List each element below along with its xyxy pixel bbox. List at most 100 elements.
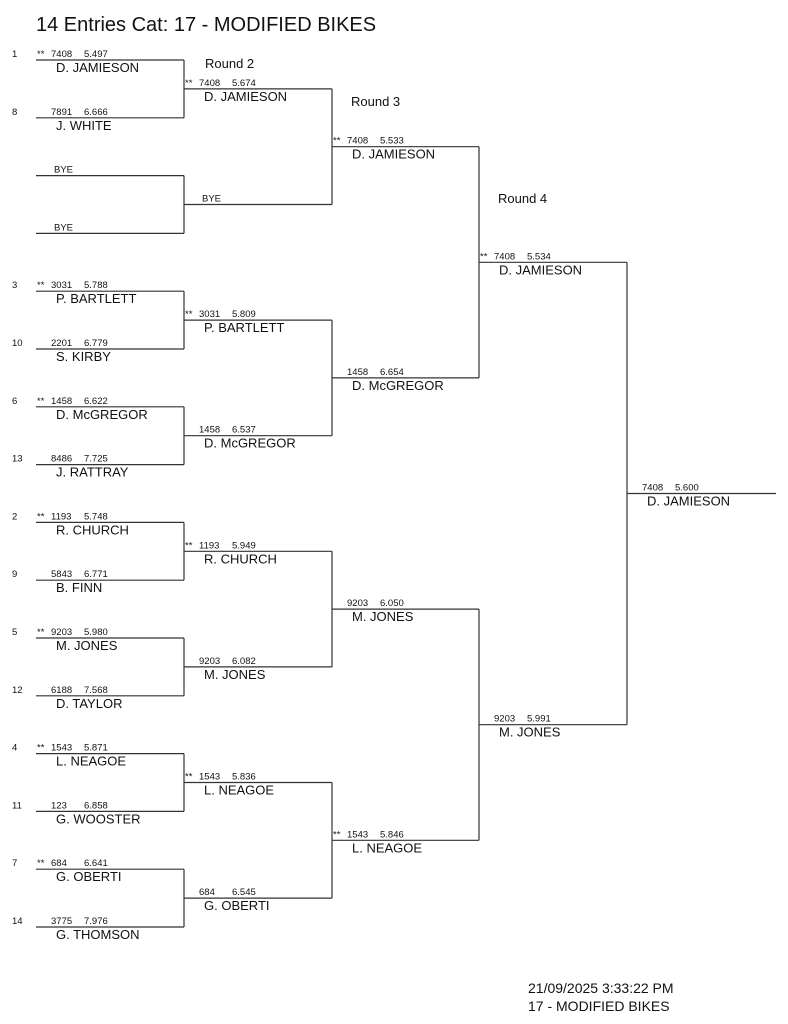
footer-datetime: 21/09/2025 3:33:22 PM: [528, 980, 674, 996]
round1-entry-12-seed: 12: [12, 685, 23, 696]
round2-entry-1-car: 7408: [199, 78, 220, 89]
round-label-2: Round 2: [205, 56, 254, 71]
round1-entry-11-time: 5.980: [84, 627, 108, 638]
round2-entry-4-car: 1458: [199, 425, 220, 436]
round3-entry-4-car: 1543: [347, 829, 368, 840]
round2-entry-6-car: 9203: [199, 656, 220, 667]
round3-entry-4-name: L. NEAGOE: [352, 840, 422, 855]
round1-entry-8-name: J. RATTRAY: [56, 465, 129, 480]
round1-entry-5-name: P. BARTLETT: [56, 291, 136, 306]
round1-entry-11-name: M. JONES: [56, 638, 118, 653]
round1-entry-9-seed: 2: [12, 511, 17, 522]
footer: 21/09/2025 3:33:22 PM 17 - MODIFIED BIKE…: [528, 979, 674, 1015]
round3-entry-4-time: 5.846: [380, 829, 404, 840]
round3-entry-4-marker: **: [333, 829, 341, 840]
round1-entry-6-name: S. KIRBY: [56, 349, 111, 364]
round1-entry-7-time: 6.622: [84, 396, 108, 407]
round2-entry-1-name: D. JAMIESON: [204, 89, 287, 104]
round1-entry-12-time: 7.568: [84, 685, 108, 696]
round2-entry-5-marker: **: [185, 540, 193, 551]
round1-entry-10-time: 6.771: [84, 569, 108, 580]
final-entry-1-time: 5.600: [675, 483, 699, 494]
round3-entry-3-time: 6.050: [380, 598, 404, 609]
round3-entry-2-car: 1458: [347, 367, 368, 378]
round1-entry-7-marker: **: [37, 396, 45, 407]
round2-entry-7-name: L. NEAGOE: [204, 783, 274, 798]
round2-entry-3-time: 5.809: [232, 309, 256, 320]
round4-entry-2-car: 9203: [494, 714, 515, 725]
round4-entry-2-name: M. JONES: [499, 725, 561, 740]
round3-entry-1-time: 5.533: [380, 136, 404, 147]
round2-entry-8-name: G. OBERTI: [204, 898, 270, 913]
round1-entry-12-name: D. TAYLOR: [56, 696, 122, 711]
round1-entry-14-seed: 11: [12, 800, 22, 811]
round1-entry-2-car: 7891: [51, 107, 72, 118]
round2-entry-2-bye: BYE: [202, 194, 221, 205]
round1-entry-5-marker: **: [37, 280, 45, 291]
round1-entry-4-bye: BYE: [54, 222, 73, 233]
round2-entry-3-name: P. BARTLETT: [204, 320, 284, 335]
round3-entry-1-name: D. JAMIESON: [352, 147, 435, 162]
round1-entry-13-marker: **: [37, 743, 45, 754]
round2-entry-5-car: 1193: [199, 540, 219, 551]
round4-entry-1-car: 7408: [494, 251, 515, 262]
round2-entry-7-car: 1543: [199, 772, 220, 783]
round3-entry-3-car: 9203: [347, 598, 368, 609]
round1-entry-9-name: R. CHURCH: [56, 522, 129, 537]
round2-entry-5-time: 5.949: [232, 540, 256, 551]
round2-entry-7-time: 5.836: [232, 772, 256, 783]
round2-entry-1-time: 5.674: [232, 78, 256, 89]
round1-entry-13-name: L. NEAGOE: [56, 754, 126, 769]
round-label-4: Round 4: [498, 191, 547, 206]
round2-entry-6-time: 6.082: [232, 656, 256, 667]
page-title: 14 Entries Cat: 17 - MODIFIED BIKES: [36, 14, 377, 36]
round2-entry-5-name: R. CHURCH: [204, 551, 277, 566]
round1-entry-15-name: G. OBERTI: [56, 869, 122, 884]
round1-entry-9-time: 5.748: [84, 511, 108, 522]
round3-entry-2-name: D. McGREGOR: [352, 378, 444, 393]
round3-entry-1-marker: **: [333, 136, 341, 147]
round4-entry-1-marker: **: [480, 251, 488, 262]
round1-entry-7-seed: 6: [12, 396, 17, 407]
round1-entry-15-seed: 7: [12, 858, 17, 869]
round1-entry-8-time: 7.725: [84, 454, 108, 465]
round3-entry-1-car: 7408: [347, 136, 368, 147]
round1-entry-11-marker: **: [37, 627, 45, 638]
round1-entry-9-marker: **: [37, 511, 45, 522]
round1-entry-2-time: 6.666: [84, 107, 108, 118]
round2-entry-3-marker: **: [185, 309, 193, 320]
round1-entry-1-time: 5.497: [84, 49, 108, 60]
round1-entry-9-car: 1193: [51, 511, 71, 522]
round1-entry-12-car: 6188: [51, 685, 72, 696]
round1-entry-16-name: G. THOMSON: [56, 927, 140, 942]
round3-entry-3-name: M. JONES: [352, 609, 414, 624]
round1-entry-6-seed: 10: [12, 338, 23, 349]
round1-entry-2-name: J. WHITE: [56, 118, 112, 133]
round1-entry-16-time: 7.976: [84, 916, 108, 927]
round1-entry-14-car: 123: [51, 800, 67, 811]
round2-entry-6-name: M. JONES: [204, 667, 266, 682]
round1-entry-15-car: 684: [51, 858, 67, 869]
round2-entry-4-name: D. McGREGOR: [204, 436, 296, 451]
round1-entry-8-seed: 13: [12, 454, 23, 465]
round1-entry-10-seed: 9: [12, 569, 17, 580]
final-entry-1-car: 7408: [642, 483, 663, 494]
round1-entry-5-time: 5.788: [84, 280, 108, 291]
round1-entry-15-time: 6.641: [84, 858, 108, 869]
round1-entry-2-seed: 8: [12, 107, 17, 118]
round1-entry-16-car: 3775: [51, 916, 72, 927]
round1-entry-14-time: 6.858: [84, 800, 108, 811]
round1-entry-1-marker: **: [37, 49, 45, 60]
round2-entry-8-time: 6.545: [232, 887, 256, 898]
round2-entry-4-time: 6.537: [232, 425, 256, 436]
round1-entry-13-seed: 4: [12, 743, 17, 754]
round1-entry-14-name: G. WOOSTER: [56, 811, 141, 826]
round1-entry-1-name: D. JAMIESON: [56, 60, 139, 75]
round1-entry-10-car: 5843: [51, 569, 72, 580]
footer-category: 17 - MODIFIED BIKES: [528, 998, 670, 1014]
round4-entry-2-time: 5.991: [527, 714, 551, 725]
round1-entry-6-car: 2201: [51, 338, 72, 349]
round1-entry-13-time: 5.871: [84, 743, 108, 754]
round1-entry-1-seed: 1: [12, 49, 17, 60]
